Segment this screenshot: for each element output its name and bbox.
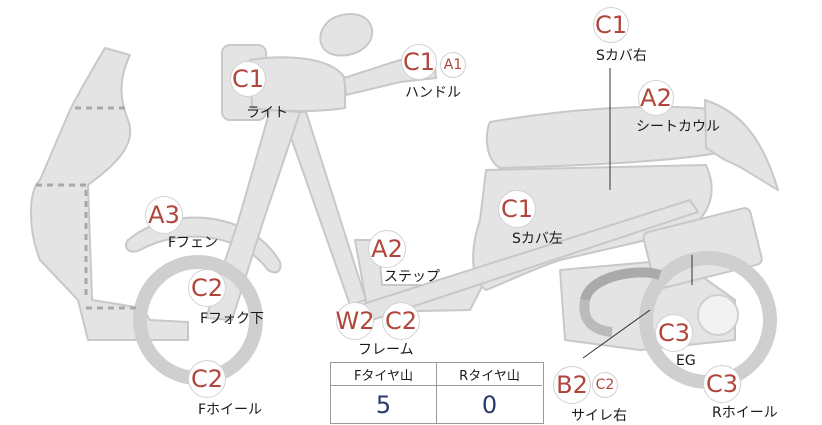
grade-badge-s-cover-left: C1 — [498, 190, 536, 228]
label-handle: ハンドル — [405, 85, 461, 101]
rear-tire-value: 0 — [481, 390, 498, 419]
frame-tube — [281, 111, 367, 306]
dashed-line-middle — [36, 183, 88, 300]
grade-badge-muffler-right-secondary: C2 — [592, 372, 618, 398]
mirror — [319, 13, 374, 57]
front-shield — [30, 47, 189, 341]
label-light: ライト — [246, 105, 288, 121]
grade-badge-step: A2 — [368, 230, 406, 268]
grade-badge-handle-secondary: A1 — [440, 52, 466, 78]
grade-badge-seat-cowl: A2 — [638, 80, 674, 116]
label-muffler-right: サイレ右 — [571, 408, 627, 424]
grade-badge-f-fork-lower: C2 — [188, 269, 226, 307]
label-f-fender: Fフェン — [168, 235, 219, 251]
front-tire-value: 5 — [375, 390, 392, 419]
label-step: ステップ — [384, 269, 440, 285]
grade-badge-eg: C3 — [655, 314, 693, 352]
grade-badge-s-cover-right: C1 — [593, 7, 629, 43]
label-eg: EG — [676, 353, 696, 369]
table-divider — [436, 363, 437, 423]
grade-badge-frame: W2 — [336, 302, 375, 340]
grade-badge-handle: C1 — [401, 44, 437, 80]
label-s-cover-left: Sカバ左 — [512, 231, 563, 247]
grade-badge-f-fender: A3 — [145, 196, 183, 234]
drive-belt — [580, 267, 662, 302]
tire-tread-table: Fタイヤ山 Rタイヤ山 5 0 — [330, 362, 544, 424]
label-s-cover-right: Sカバ右 — [596, 48, 647, 64]
grade-badge-muffler-right: B2 — [553, 366, 591, 404]
rear-tire-header: Rタイヤ山 — [437, 363, 542, 386]
label-frame: フレーム — [358, 342, 414, 358]
leader-muffler — [582, 309, 651, 359]
label-seat-cowl: シートカウル — [636, 119, 720, 135]
grade-badge-r-wheel: C3 — [703, 365, 741, 403]
label-f-wheel: Fホイール — [198, 402, 263, 418]
rear-cowl — [704, 99, 779, 191]
rear-hub — [697, 294, 739, 336]
grade-badge-frame-secondary: C2 — [382, 302, 420, 340]
label-f-fork-lower: Fフォク下 — [200, 311, 265, 327]
front-tire-header: Fタイヤ山 — [331, 363, 436, 386]
grade-badge-f-wheel: C2 — [188, 360, 226, 398]
grade-badge-light: C1 — [230, 61, 266, 97]
label-r-wheel: Rホイール — [712, 405, 778, 421]
